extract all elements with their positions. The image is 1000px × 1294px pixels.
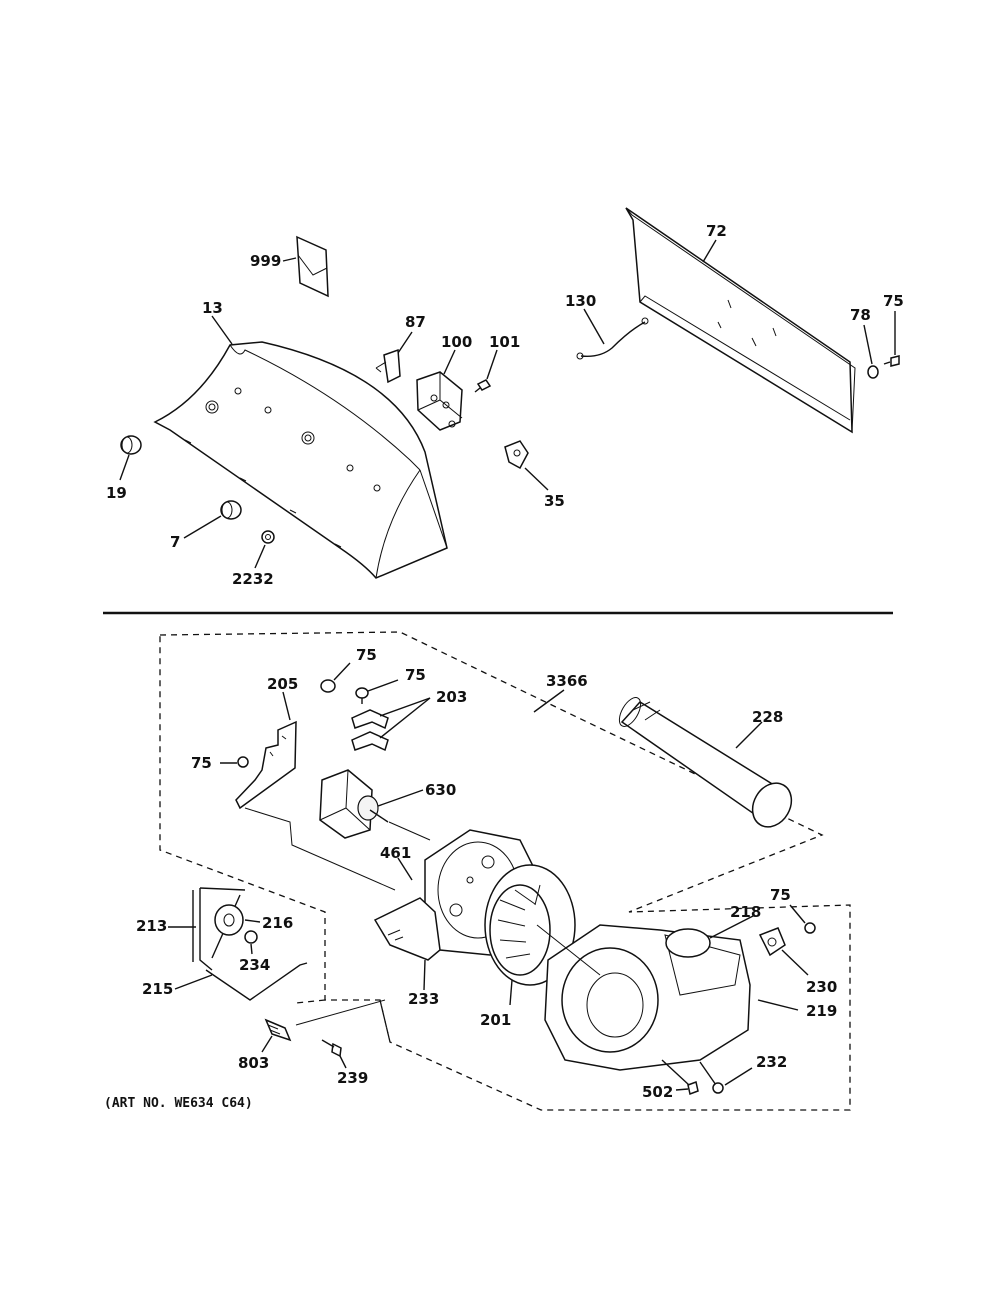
- label-75-a: 75: [356, 646, 377, 664]
- guide-lines: [244, 807, 601, 1026]
- label-75-b: 75: [405, 666, 426, 684]
- label-213: 213: [136, 917, 167, 935]
- part-999-literature: [282, 235, 329, 298]
- kit-3366-boundary: [159, 631, 851, 1111]
- label-130: 130: [565, 292, 596, 310]
- part-75-screw-b: [355, 679, 399, 704]
- label-228: 228: [752, 708, 783, 726]
- part-78-washer: [863, 324, 879, 379]
- label-19: 19: [106, 484, 127, 502]
- label-2232: 2232: [232, 570, 274, 588]
- label-630: 630: [425, 781, 456, 799]
- part-233-base: [373, 897, 441, 991]
- part-803-switch: [261, 1018, 292, 1053]
- label-219: 219: [806, 1002, 837, 1020]
- label-35: 35: [544, 492, 565, 510]
- part-230-thermostat: [758, 927, 809, 976]
- label-3366: 3366: [546, 672, 588, 690]
- part-215-spring: [174, 962, 308, 1001]
- part-234: [244, 930, 258, 955]
- label-75-c: 75: [191, 754, 212, 772]
- label-100: 100: [441, 333, 472, 351]
- part-630-motor: [319, 769, 424, 839]
- label-215: 215: [142, 980, 173, 998]
- part-216-pulley: [214, 904, 261, 936]
- part-100-timer: [416, 349, 463, 431]
- label-803: 803: [238, 1054, 269, 1072]
- label-999: 999: [250, 252, 281, 270]
- part-502-screw: [661, 1059, 699, 1096]
- part-87-switch: [375, 331, 413, 384]
- label-218: 218: [730, 903, 761, 921]
- part-19-knob: [119, 435, 142, 481]
- label-502: 502: [642, 1083, 673, 1101]
- label-13: 13: [202, 299, 223, 317]
- label-232: 232: [756, 1053, 787, 1071]
- label-75-d: 75: [770, 886, 791, 904]
- part-13-control-panel: [153, 315, 448, 579]
- part-72-rear-panel: [625, 207, 856, 434]
- part-2232: [254, 530, 275, 569]
- label-205: 205: [267, 675, 298, 693]
- part-101-screw: [474, 349, 498, 393]
- part-130-wire: [576, 308, 649, 360]
- art-number: (ART NO. WE634 C64): [104, 1096, 253, 1111]
- label-7: 7: [170, 533, 180, 551]
- label-239: 239: [337, 1069, 368, 1087]
- part-35-switch: [504, 440, 549, 491]
- part-203-brackets: [351, 697, 431, 752]
- label-75-top: 75: [883, 292, 904, 310]
- part-75-screw-top: [883, 311, 900, 367]
- label-230: 230: [806, 978, 837, 996]
- part-75-screw-a: [320, 662, 351, 693]
- part-205-bracket: [235, 691, 297, 810]
- label-201: 201: [480, 1011, 511, 1029]
- part-75-screw-c: [220, 756, 249, 768]
- label-461: 461: [380, 844, 411, 862]
- label-101: 101: [489, 333, 520, 351]
- part-201-impeller: [484, 864, 576, 1006]
- part-219-blower-cover: [544, 924, 799, 1071]
- label-78: 78: [850, 306, 871, 324]
- label-216: 216: [262, 914, 293, 932]
- label-87: 87: [405, 313, 426, 331]
- label-234: 234: [239, 956, 270, 974]
- label-72: 72: [706, 222, 727, 240]
- part-232-bolt: [699, 1061, 753, 1094]
- part-228-duct: [618, 697, 793, 828]
- label-233: 233: [408, 990, 439, 1008]
- part-218: [665, 914, 756, 958]
- part-239-screw: [321, 1039, 347, 1069]
- part-75-screw-d: [789, 904, 816, 934]
- label-203: 203: [436, 688, 467, 706]
- part-7-knob: [183, 500, 242, 539]
